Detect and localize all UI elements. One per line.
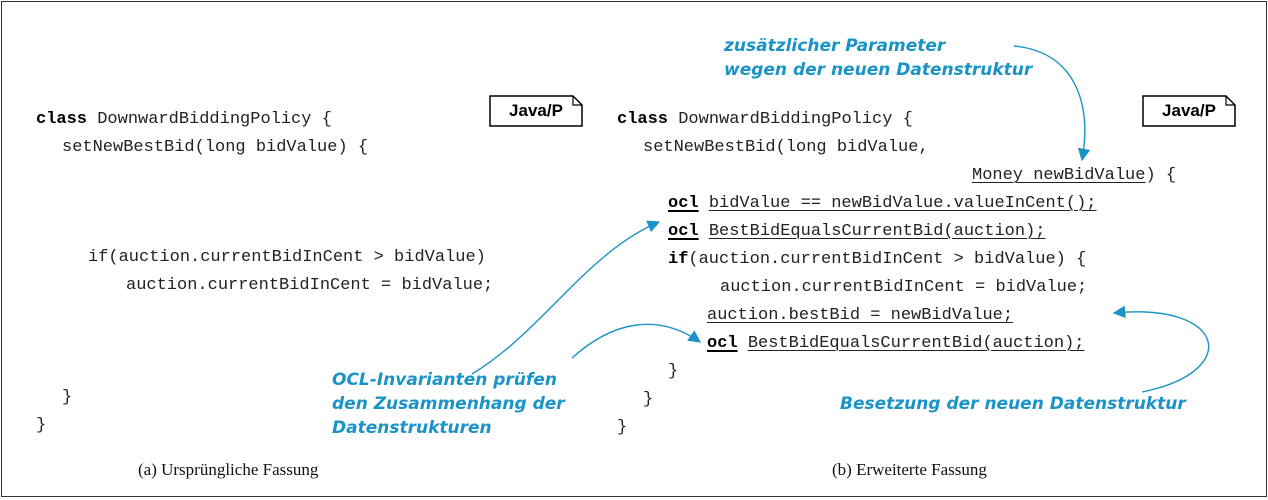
java-p-tag-right: Java/P xyxy=(1142,95,1236,127)
right-line-4: ocl bidValue == newBidValue.valueInCent(… xyxy=(668,194,1096,213)
ocl-invariant: BestBidEqualsCurrentBid(auction); xyxy=(708,222,1046,241)
right-line-8: auction.bestBid = newBidValue; xyxy=(707,306,1013,325)
right-line-7: auction.currentBidInCent = bidValue; xyxy=(720,278,1088,297)
keyword-ocl: ocl xyxy=(668,194,699,213)
tag-label: Java/P xyxy=(509,101,563,120)
left-line-3: if(auction.currentBidInCent > bidValue) xyxy=(88,248,486,267)
note-shape-icon xyxy=(1142,95,1236,127)
right-line-10: } xyxy=(668,362,679,381)
keyword-ocl: ocl xyxy=(668,222,699,241)
code-text: (auction.currentBidInCent > bidValue) { xyxy=(688,250,1087,269)
arrow-to-assignment xyxy=(1112,305,1210,393)
right-line-5: ocl BestBidEqualsCurrentBid(auction); xyxy=(668,222,1045,241)
note-shape-icon xyxy=(489,95,583,127)
left-line-4: auction.currentBidInCent = bidValue; xyxy=(126,276,494,295)
right-line-2: setNewBestBid(long bidValue, xyxy=(643,138,929,157)
tag-label: Java/P xyxy=(1162,101,1216,120)
arrow-to-parameter xyxy=(1013,45,1091,162)
ocl-invariant: BestBidEqualsCurrentBid(auction); xyxy=(747,334,1085,353)
annotation-ocl-invariants: OCL-Invarianten prüfen den Zusammenhang … xyxy=(332,370,565,438)
left-line-1: class DownwardBiddingPolicy { xyxy=(36,110,332,129)
new-assignment: auction.bestBid = newBidValue; xyxy=(707,306,1014,325)
annotation-new-parameter: zusätzlicher Parameter wegen der neuen D… xyxy=(724,36,1033,80)
keyword-if: if xyxy=(668,250,689,269)
right-line-3: Money newBidValue) { xyxy=(972,166,1176,185)
annotation-assignment: Besetzung der neuen Datenstruktur xyxy=(840,394,1186,414)
ocl-expression: bidValue == newBidValue.valueInCent(); xyxy=(708,194,1097,213)
caption-right: (b) Erweiterte Fassung xyxy=(832,460,987,479)
right-line-9: ocl BestBidEqualsCurrentBid(auction); xyxy=(707,334,1084,353)
right-line-1: class DownwardBiddingPolicy { xyxy=(617,110,913,129)
right-line-11: } xyxy=(643,390,654,409)
right-line-6: if(auction.currentBidInCent > bidValue) … xyxy=(668,250,1086,269)
code-text: DownwardBiddingPolicy { xyxy=(87,110,332,129)
keyword-ocl: ocl xyxy=(707,334,738,353)
left-line-2: setNewBestBid(long bidValue) { xyxy=(62,138,369,157)
code-text: ) { xyxy=(1145,166,1177,185)
arrow-to-first-ocl xyxy=(471,220,661,375)
right-line-12: } xyxy=(617,418,628,437)
new-parameter: Money newBidValue xyxy=(972,166,1146,185)
keyword-class: class xyxy=(617,110,669,129)
caption-left: (a) Ursprüngliche Fassung xyxy=(138,460,319,479)
code-text: DownwardBiddingPolicy { xyxy=(668,110,913,129)
left-line-6: } xyxy=(36,416,47,435)
java-p-tag-left: Java/P xyxy=(489,95,583,127)
left-line-5: } xyxy=(62,388,73,407)
keyword-class: class xyxy=(36,110,88,129)
arrow-to-second-ocl xyxy=(571,323,702,359)
